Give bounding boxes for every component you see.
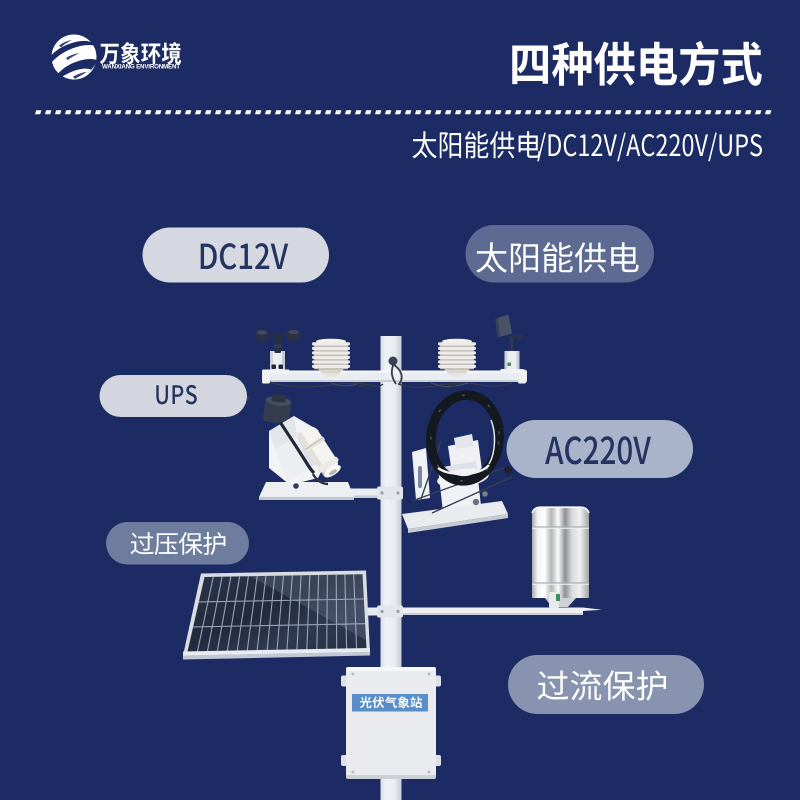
svg-text:WANXIANG ENVIRONMENT: WANXIANG ENVIRONMENT bbox=[102, 64, 180, 71]
